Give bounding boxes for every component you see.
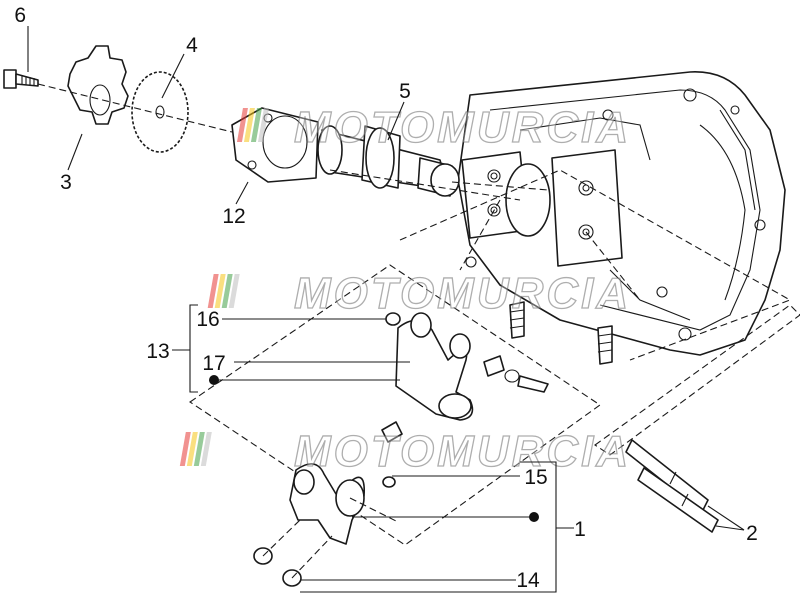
- watermark-text: MOTOMURCIA: [294, 103, 631, 152]
- callout-6: 6: [14, 4, 26, 27]
- pin-assembly-outline: [594, 304, 800, 456]
- adjuster-screws: [381, 355, 549, 443]
- watermark-middle: MOTOMURCIA: [207, 268, 631, 319]
- rocker-arm-lower: [289, 463, 366, 545]
- watermark-stripe: [207, 274, 219, 308]
- callout-15: 15: [524, 466, 547, 489]
- callout-12: 12: [222, 205, 245, 228]
- callout-5: 5: [399, 80, 411, 103]
- leader-lines: [27, 26, 745, 593]
- cylinder-head: [457, 71, 786, 365]
- callout-13: 13: [146, 340, 169, 363]
- sprocket: [67, 45, 129, 125]
- chain-gear: [131, 71, 189, 153]
- watermark-stripe: [200, 432, 212, 466]
- reference-dot: [209, 375, 219, 385]
- camshaft: [317, 125, 460, 197]
- watermark-stripe: [179, 432, 191, 466]
- bolt: [3, 69, 39, 89]
- callout-3: 3: [60, 171, 72, 194]
- watermark-stripe: [243, 108, 255, 142]
- callout-1: 1: [574, 518, 586, 541]
- watermark-stripe: [250, 108, 262, 142]
- watermark-bottom: MOTOMURCIA: [179, 426, 631, 477]
- callouts: 6 4 5 3 12 16 13 17 15 1 2 14: [14, 4, 758, 592]
- callout-4: 4: [186, 34, 198, 57]
- watermark-stripe: [228, 274, 240, 308]
- watermark-text: MOTOMURCIA: [294, 269, 631, 318]
- callout-16: 16: [196, 308, 219, 331]
- callout-2: 2: [746, 522, 758, 545]
- watermark-stripe: [236, 108, 248, 142]
- watermark-text: MOTOMURCIA: [294, 427, 631, 476]
- watermark-stripe: [221, 274, 233, 308]
- flange-plate: [231, 107, 319, 183]
- projection-lines: [37, 83, 641, 579]
- watermark-stripe: [257, 108, 269, 142]
- watermark-stripe: [193, 432, 205, 466]
- rocker-arm-upper: [395, 312, 474, 421]
- watermark-stripe: [186, 432, 198, 466]
- reference-dot: [529, 512, 539, 522]
- dowel-pins: [625, 439, 719, 533]
- watermark-stripe: [214, 274, 226, 308]
- nut-15: [382, 476, 396, 488]
- callout-14: 14: [516, 569, 540, 592]
- watermark-top: MOTOMURCIA: [236, 102, 631, 153]
- callout-17: 17: [202, 352, 225, 375]
